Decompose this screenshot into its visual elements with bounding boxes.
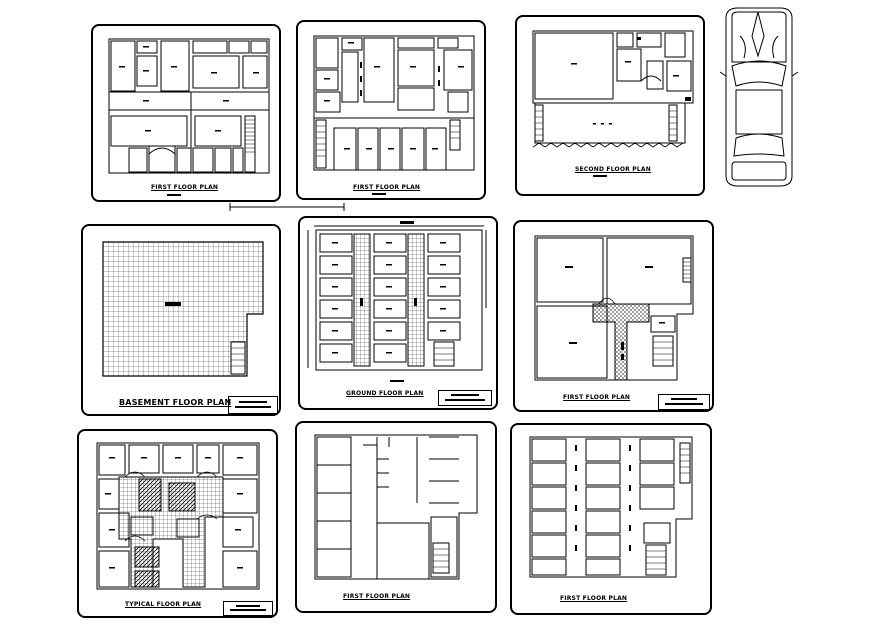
title-block-7 [223, 601, 273, 616]
scale-bar-3 [593, 175, 607, 177]
plan-drawing-9 [529, 436, 693, 578]
floor-plan-panel-7: TYPICAL FLOOR PLAN [77, 429, 278, 618]
scale-bar-1 [167, 194, 181, 196]
floor-plan-panel-9: FIRST FLOOR PLAN [510, 423, 712, 615]
plan-title-8: FIRST FLOOR PLAN [343, 593, 411, 600]
title-block-5 [438, 390, 492, 406]
floor-plan-panel-1: FIRST FLOOR PLAN [91, 24, 281, 202]
plan-title-7: TYPICAL FLOOR PLAN [125, 601, 202, 608]
floor-plan-panel-5: GROUND FLOOR PLAN [298, 216, 498, 410]
plan-drawing-2 [313, 35, 475, 171]
car-top-view-icon [719, 7, 799, 187]
dimension-line [229, 203, 345, 211]
plan-drawing-6 [534, 235, 694, 381]
plan-drawing-5 [307, 221, 487, 382]
scale-bar-2 [372, 193, 386, 195]
plan-title-2: FIRST FLOOR PLAN [353, 184, 421, 191]
title-block-4 [228, 396, 278, 414]
plan-title-6: FIRST FLOOR PLAN [563, 394, 631, 401]
plan-drawing-3 [532, 30, 694, 148]
floor-plan-panel-3: SECOND FLOOR PLAN [515, 15, 705, 196]
title-block-6 [658, 394, 710, 410]
floor-plan-panel-4: BASEMENT FLOOR PLAN [81, 224, 281, 416]
plan-drawing-7 [96, 442, 260, 590]
plan-drawing-1 [108, 38, 270, 174]
floor-plan-panel-6: FIRST FLOOR PLAN [513, 220, 714, 412]
plan-title-9: FIRST FLOOR PLAN [560, 595, 628, 602]
floor-plan-panel-8: FIRST FLOOR PLAN [295, 421, 497, 613]
plan-title-1: FIRST FLOOR PLAN [151, 184, 219, 191]
plan-title-5: GROUND FLOOR PLAN [346, 390, 424, 397]
plan-drawing-8 [314, 434, 478, 580]
plan-title-4: BASEMENT FLOOR PLAN [119, 398, 232, 407]
plan-drawing-4 [102, 241, 264, 377]
floor-plan-panel-2: FIRST FLOOR PLAN [296, 20, 486, 200]
plan-title-3: SECOND FLOOR PLAN [575, 166, 651, 173]
